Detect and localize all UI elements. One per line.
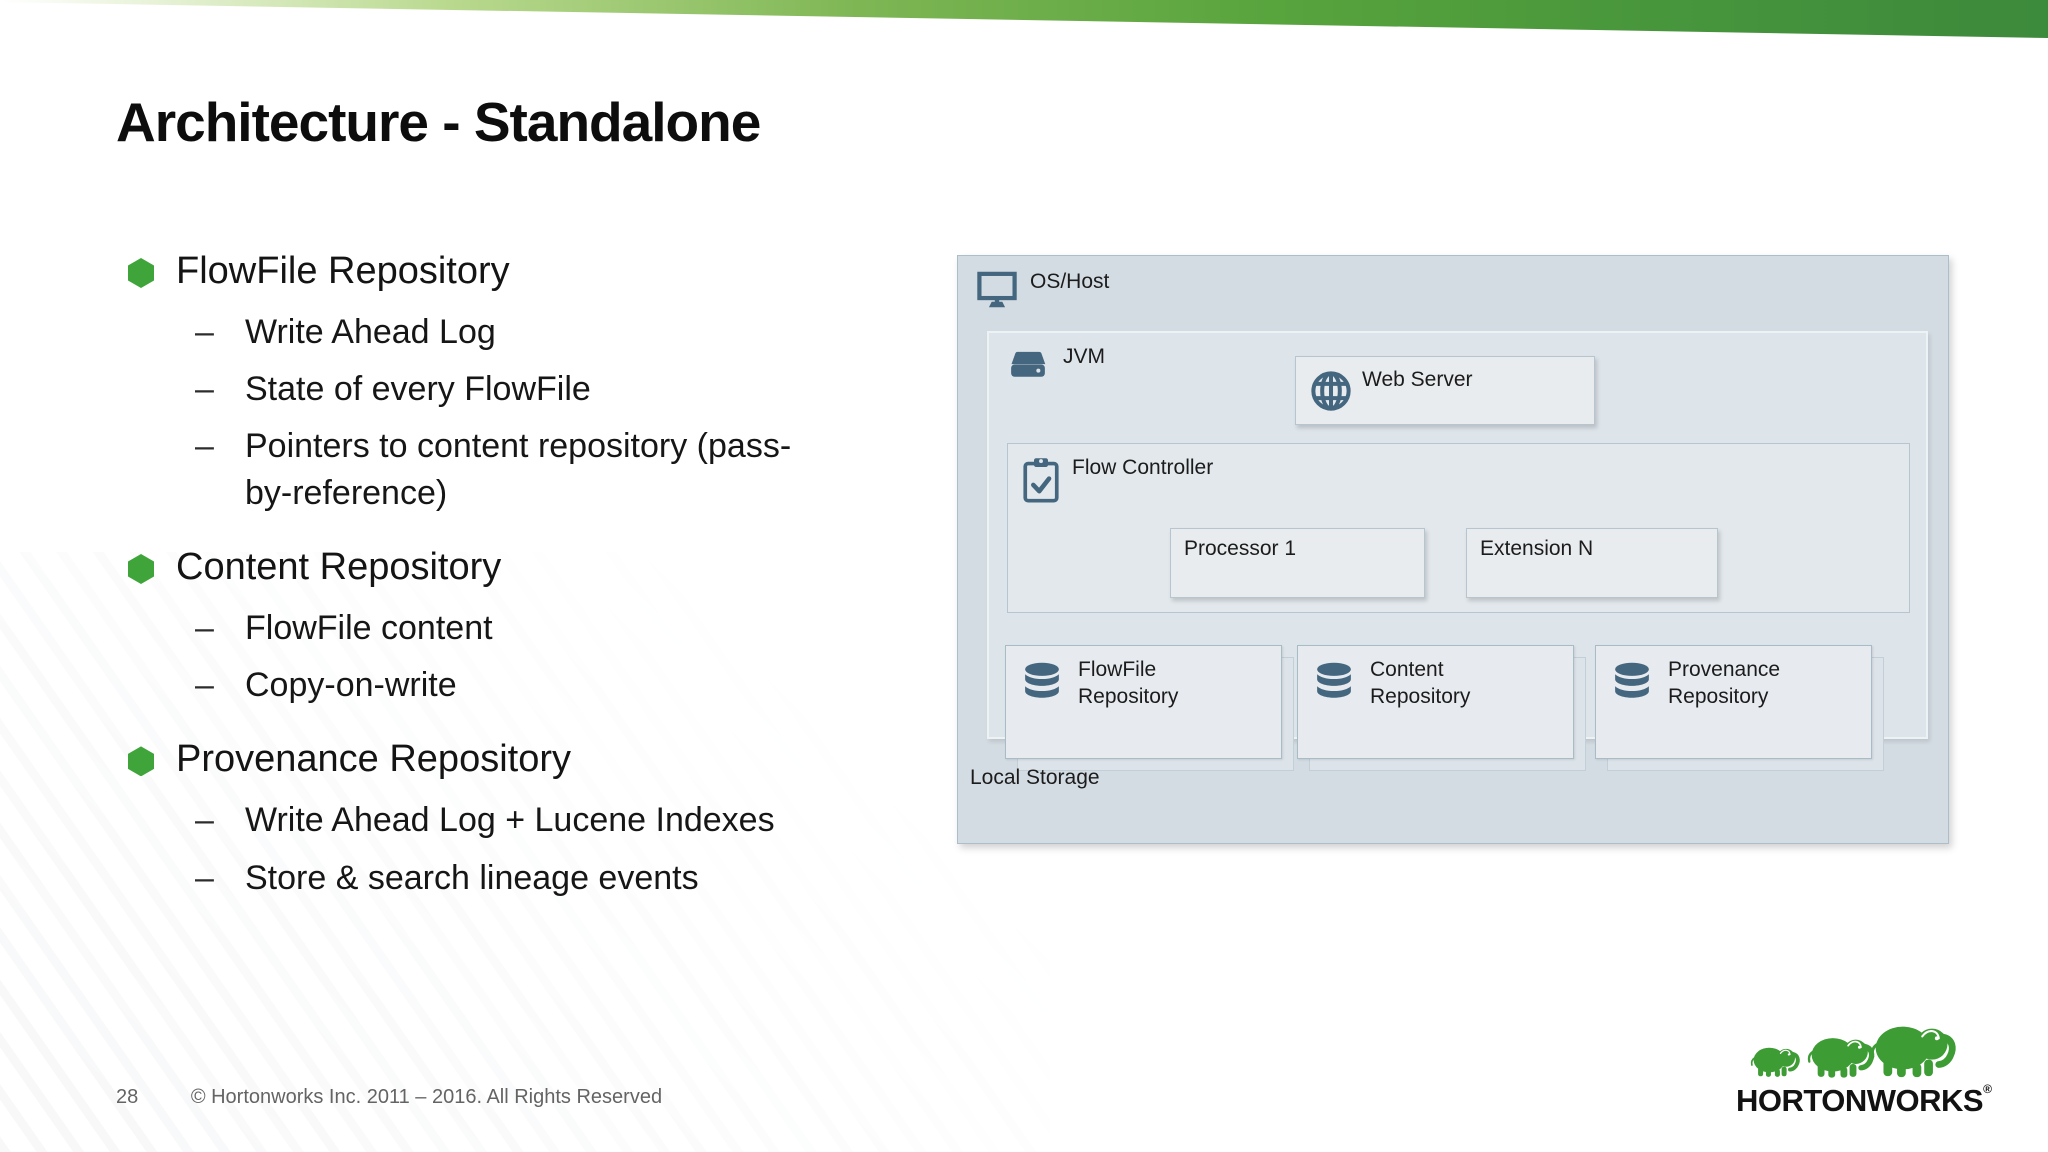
provenance-repository-label: Provenance Repository bbox=[1668, 658, 1781, 708]
dash-marker: – bbox=[195, 666, 214, 705]
clipboard-check-icon bbox=[1023, 458, 1059, 503]
flow-controller-box: Flow Controller Processor 1 Extension N bbox=[1007, 443, 1910, 613]
bullet-list: FlowFile Repository – Write Ahead Log – … bbox=[128, 250, 828, 931]
harddrive-icon bbox=[1011, 351, 1046, 377]
web-server-label: Web Server bbox=[1362, 368, 1473, 391]
footer: 28 © Hortonworks Inc. 2011 – 2016. All R… bbox=[116, 1086, 662, 1109]
processor-box: Processor 1 bbox=[1170, 528, 1425, 598]
provenance-repository-box: Provenance Repository bbox=[1595, 645, 1872, 759]
dash-marker: – bbox=[195, 313, 214, 351]
jvm-label: JVM bbox=[1063, 345, 1105, 368]
extension-label: Extension N bbox=[1480, 537, 1594, 560]
local-storage-label: Local Storage bbox=[970, 766, 1100, 789]
sub-bullet-item: – Write Ahead Log bbox=[195, 309, 807, 355]
extension-box: Extension N bbox=[1466, 528, 1718, 598]
database-icon bbox=[1317, 662, 1351, 698]
copyright-text: © Hortonworks Inc. 2011 – 2016. All Righ… bbox=[190, 1086, 663, 1108]
processor-label: Processor 1 bbox=[1184, 537, 1297, 560]
page-number: 28 bbox=[116, 1086, 139, 1108]
registered-mark: ® bbox=[1983, 1082, 1992, 1096]
bullet-group-label: FlowFile Repository bbox=[176, 250, 510, 292]
brand-wordmark: HORTONWORKS® bbox=[1736, 1083, 1992, 1119]
sub-bullet-text: Write Ahead Log + Lucene Indexes bbox=[245, 801, 775, 840]
sub-bullet-item: – Store & search lineage events bbox=[195, 855, 807, 901]
bullet-group: Content Repository – FlowFile content – … bbox=[128, 546, 828, 708]
hortonworks-logo: HORTONWORKS® bbox=[1736, 1013, 1992, 1119]
sub-bullet-item: – Pointers to content repository (pass-b… bbox=[195, 423, 807, 515]
flow-controller-label: Flow Controller bbox=[1072, 456, 1214, 479]
sub-bullet-text: Copy-on-write bbox=[245, 666, 457, 705]
flowfile-repository-box: FlowFile Repository bbox=[1005, 645, 1282, 759]
bullet-group: Provenance Repository – Write Ahead Log … bbox=[128, 738, 828, 900]
sub-bullet-text: State of every FlowFile bbox=[245, 370, 591, 409]
content-repository-box: Content Repository bbox=[1297, 645, 1574, 759]
elephants-icon bbox=[1749, 1013, 1958, 1081]
dash-marker: – bbox=[195, 370, 214, 409]
bullet-group-title: Provenance Repository bbox=[128, 738, 828, 781]
hexagon-bullet-icon bbox=[128, 553, 154, 584]
globe-icon bbox=[1311, 371, 1351, 411]
jvm-box: JVM Web Server Flo bbox=[987, 331, 1928, 739]
os-host-label-row: OS/Host bbox=[974, 268, 1109, 312]
sub-bullet-item: – Write Ahead Log + Lucene Indexes bbox=[195, 797, 807, 843]
dash-marker: – bbox=[195, 427, 214, 466]
bullet-group-title: FlowFile Repository bbox=[128, 250, 828, 293]
top-ribbon-decoration bbox=[0, 0, 2048, 38]
content-repository-label: Content Repository bbox=[1370, 658, 1471, 708]
sub-bullet-text: Store & search lineage events bbox=[245, 858, 699, 897]
dash-marker: – bbox=[195, 608, 214, 647]
sub-bullet-item: – FlowFile content bbox=[195, 605, 807, 651]
hexagon-bullet-icon bbox=[128, 746, 154, 777]
dash-marker: – bbox=[195, 858, 214, 897]
os-host-box: OS/Host JVM Web Server bbox=[957, 255, 1949, 844]
flow-controller-label-row: Flow Controller bbox=[1020, 454, 1213, 506]
sub-bullet-text: FlowFile content bbox=[245, 608, 493, 647]
database-icon bbox=[1025, 662, 1059, 698]
brand-text: HORTONWORKS bbox=[1736, 1083, 1984, 1118]
web-server-box: Web Server bbox=[1295, 356, 1595, 425]
os-host-label: OS/Host bbox=[1030, 270, 1110, 293]
monitor-icon bbox=[977, 271, 1017, 308]
page-title: Architecture - Standalone bbox=[116, 91, 761, 153]
sub-bullet-item: – Copy-on-write bbox=[195, 662, 807, 708]
jvm-label-row: JVM bbox=[1003, 343, 1105, 389]
database-icon bbox=[1615, 662, 1649, 698]
bullet-group-title: Content Repository bbox=[128, 546, 828, 589]
sub-bullet-text: Pointers to content repository (pass-by-… bbox=[245, 427, 792, 512]
flowfile-repository-label: FlowFile Repository bbox=[1078, 658, 1179, 708]
bullet-group-label: Provenance Repository bbox=[176, 738, 571, 781]
hexagon-bullet-icon bbox=[128, 258, 154, 288]
sub-bullet-item: – State of every FlowFile bbox=[195, 366, 807, 412]
bullet-group: FlowFile Repository – Write Ahead Log – … bbox=[128, 250, 828, 516]
dash-marker: – bbox=[195, 801, 214, 840]
sub-bullet-text: Write Ahead Log bbox=[245, 313, 496, 351]
bullet-group-label: Content Repository bbox=[176, 545, 502, 588]
